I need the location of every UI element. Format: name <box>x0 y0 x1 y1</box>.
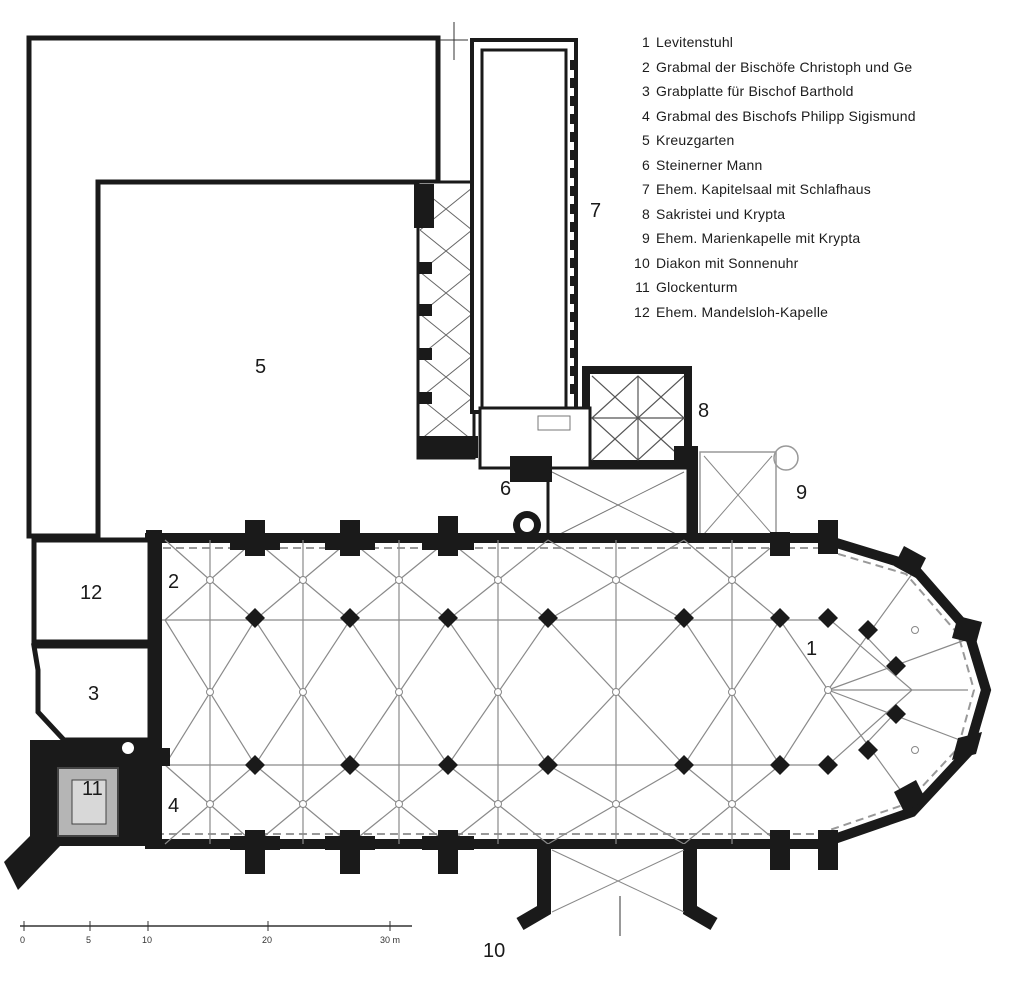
cloister-buttresses <box>414 184 478 458</box>
legend-text: Grabmal der Bischöfe Christoph und Ge <box>656 58 913 75</box>
mandelsloh-chapel <box>31 537 153 645</box>
label-11: 11 <box>82 778 103 800</box>
label-8: 8 <box>698 400 709 422</box>
legend-text: Ehem. Marienkapelle mit Krypta <box>656 230 861 246</box>
legend-number: 4 <box>642 107 650 124</box>
scale-bar: 0 5 10 20 30 m <box>20 921 412 945</box>
cloister-wall <box>26 35 441 539</box>
label-6: 6 <box>500 478 511 500</box>
label-7: 7 <box>590 200 601 222</box>
chapter-house <box>470 38 578 414</box>
legend-number: 12 <box>634 303 650 320</box>
legend-text: Ehem. Mandelsloh-Kapelle <box>656 303 829 320</box>
legend-item: 9 Ehem. Marienkapelle mit Krypta <box>628 230 1024 255</box>
label-2: 2 <box>168 571 179 593</box>
scale-tick-30: 30 m <box>380 935 400 945</box>
legend-item: 2 Grabmal der Bischöfe Christoph und Ge <box>628 59 1024 84</box>
scale-tick-20: 20 <box>262 935 272 945</box>
legend-item: 4 Grabmal des Bischofs Philipp Sigismund <box>628 108 1024 133</box>
legend-item: 6 Steinerner Mann <box>628 157 1024 182</box>
cloister-walk-vaults <box>419 187 473 441</box>
label-1: 1 <box>806 638 817 660</box>
label-5: 5 <box>255 356 266 378</box>
legend-number: 9 <box>642 230 650 246</box>
label-3: 3 <box>88 683 99 705</box>
legend-item: 7 Ehem. Kapitelsaal mit Schlafhaus <box>628 181 1024 206</box>
legend-text: Steinerner Mann <box>656 156 763 173</box>
scale-tick-0: 0 <box>20 935 25 945</box>
legend-number: 10 <box>634 254 650 271</box>
legend-item: 10 Diakon mit Sonnenuhr <box>628 255 1024 280</box>
south-porch <box>516 844 718 931</box>
label-10: 10 <box>483 940 505 962</box>
legend-number: 1 <box>642 34 650 50</box>
label-4: 4 <box>168 795 179 817</box>
nave-piers <box>120 516 982 874</box>
legend-number: 7 <box>642 181 650 197</box>
legend: 1 Levitenstuhl 2 Grabmal der Bischöfe Chri… <box>628 34 1024 328</box>
legend-text: Glockenturm <box>656 279 738 295</box>
legend-item: 5 Kreuzgarten <box>628 132 1024 157</box>
legend-item: 3 Grabplatte für Bischof Barthold <box>628 83 1024 108</box>
legend-item: 8 Sakristei und Krypta <box>628 206 1024 231</box>
legend-item: 11 Glockenturm <box>628 279 1024 304</box>
legend-number: 2 <box>642 58 650 75</box>
legend-number: 6 <box>642 156 650 173</box>
legend-text: Kreuzgarten <box>656 132 735 148</box>
scale-tick-10: 10 <box>142 935 152 945</box>
legend-text: Levitenstuhl <box>656 34 734 50</box>
legend-number: 3 <box>642 83 650 99</box>
legend-number: 11 <box>635 279 650 295</box>
legend-text: Grabplatte für Bischof Barthold <box>656 83 854 99</box>
legend-text: Sakristei und Krypta <box>656 205 786 222</box>
label-9: 9 <box>796 482 807 504</box>
legend-text: Grabmal des Bischofs Philipp Sigismund <box>656 107 916 124</box>
legend-number: 5 <box>642 132 650 148</box>
nave-outline <box>145 533 992 849</box>
label-12: 12 <box>80 582 102 604</box>
legend-text: Ehem. Kapitelsaal mit Schlafhaus <box>656 181 871 197</box>
legend-text: Diakon mit Sonnenuhr <box>656 254 799 271</box>
legend-item: 1 Levitenstuhl <box>628 34 1024 59</box>
legend-item: 12 Ehem. Mandelsloh-Kapelle <box>628 304 1024 329</box>
legend-number: 8 <box>642 205 650 222</box>
scale-tick-5: 5 <box>86 935 91 945</box>
